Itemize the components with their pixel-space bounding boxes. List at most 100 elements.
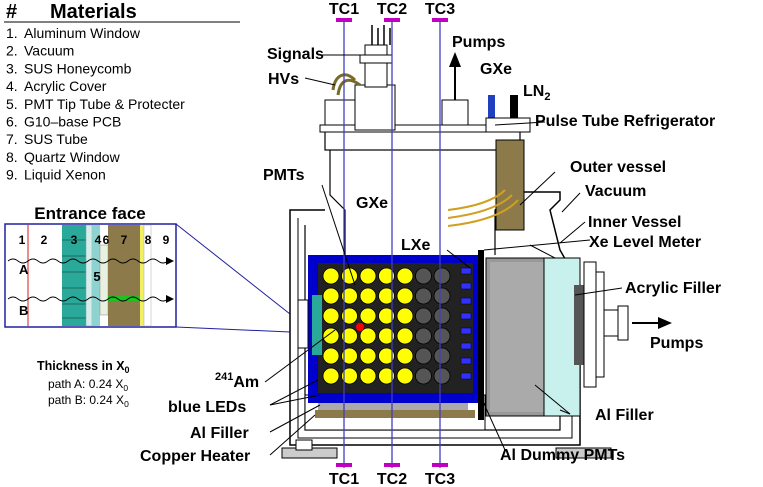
entrance-honeycomb <box>312 295 322 355</box>
pmt <box>322 307 340 325</box>
inset-layer-number: 4 <box>95 233 102 247</box>
foot-right <box>555 447 612 459</box>
label-level-meter: Xe Level Meter <box>589 234 701 251</box>
dummy-pmt <box>415 367 432 385</box>
pmt <box>322 367 340 385</box>
path-a-wave <box>7 258 169 264</box>
legend-item-number: 9. <box>6 167 18 183</box>
thickness-note: Thickness in X0 path A: 0.24 X0 path B: … <box>37 359 130 409</box>
led-slot <box>460 357 472 365</box>
thermocouple-label-top: TC2 <box>377 1 407 18</box>
pmt <box>359 287 377 305</box>
label-pumps-top: Pumps <box>452 34 505 51</box>
layer-quartz-window <box>140 225 144 326</box>
layer-green-band <box>108 296 140 301</box>
pmt <box>396 267 414 285</box>
label-gxe-port: GXe <box>480 61 512 78</box>
pmt <box>378 367 395 385</box>
pmt <box>396 287 414 305</box>
legend-item-number: 8. <box>6 149 18 165</box>
thermocouple-label-top: TC1 <box>329 1 359 18</box>
inset-layer-number: 3 <box>71 233 78 247</box>
dummy-pmt <box>433 287 451 305</box>
entrance-window <box>297 299 309 349</box>
thickness-path-b: path B: 0.24 X0 <box>48 393 129 409</box>
pmt <box>378 307 395 325</box>
pmt <box>341 327 358 345</box>
label-vacuum: Vacuum <box>585 183 646 200</box>
inset-layer-number: 8 <box>145 233 152 247</box>
label-copper-heater: Copper Heater <box>140 448 250 465</box>
label-al-filler-left: Al Filler <box>190 425 249 442</box>
pmt <box>378 267 395 285</box>
legend-item-text: Vacuum <box>24 43 74 59</box>
feedthrough-neck <box>364 44 388 88</box>
hv-port <box>324 99 356 126</box>
al-filler-bottom <box>318 400 468 410</box>
led-slot <box>460 267 472 275</box>
am241-source <box>356 323 364 331</box>
layer-sus-tube <box>108 225 140 326</box>
legend-hash: # <box>6 1 17 23</box>
level-meter <box>478 250 484 420</box>
callout-leaders <box>264 54 623 456</box>
legend-item-number: 2. <box>6 43 18 59</box>
detector <box>281 18 672 468</box>
label-al-dummy-pmts: Al Dummy PMTs <box>500 447 625 464</box>
path-a-marker: A <box>19 262 29 277</box>
label-am241: 241Am <box>215 371 259 391</box>
pmt <box>396 347 414 365</box>
pulse-tube-body <box>495 139 525 231</box>
dummy-pmt <box>415 307 432 325</box>
legend-item-number: 4. <box>6 78 18 94</box>
path-b-marker: B <box>19 303 28 318</box>
led-slot <box>460 297 472 305</box>
al-dummy-pmts <box>490 262 546 412</box>
label-ln2: LN2 <box>523 83 550 103</box>
label-pulse-tube: Pulse Tube Refrigerator <box>535 113 715 130</box>
materials-legend: # Materials 1.Aluminum Window2.Vacuum3.S… <box>4 1 240 183</box>
led-slot <box>460 327 472 335</box>
label-pmts: PMTs <box>263 167 305 184</box>
thermocouple-lines <box>343 18 441 468</box>
entrance-title: Entrance face <box>34 204 146 223</box>
led-slot <box>460 372 472 380</box>
inset-layer-number: 1 <box>19 233 26 247</box>
pmt <box>378 327 395 345</box>
legend-item-text: Liquid Xenon <box>24 167 106 183</box>
legend-item-text: SUS Honeycomb <box>24 60 132 76</box>
legend-item-number: 1. <box>6 25 18 41</box>
pmt-grid <box>322 267 472 385</box>
thermocouple-label-bottom: TC1 <box>329 471 359 487</box>
label-hvs: HVs <box>268 71 299 88</box>
copper-heater-plate <box>315 410 475 418</box>
layer-pmt-protecter <box>92 225 100 326</box>
pmt <box>341 287 358 305</box>
legend-item-text: PMT Tip Tube & Protecter <box>24 96 185 112</box>
dummy-pmt <box>415 347 432 365</box>
pmt <box>396 367 414 385</box>
inset-zoom-line-top <box>175 223 291 315</box>
thickness-title: Thickness in X0 <box>37 359 130 375</box>
cooling-coils <box>447 189 519 227</box>
inset-zoom-line-bottom <box>175 326 291 333</box>
pmt <box>322 287 340 305</box>
label-pumps-right: Pumps <box>650 335 703 352</box>
label-acrylic-filler: Acrylic Filler <box>625 280 721 297</box>
pulse-tube-head <box>485 117 531 133</box>
path-a-arrow <box>166 257 174 265</box>
pmt <box>341 347 358 365</box>
pmt <box>322 347 340 365</box>
legend-item-text: SUS Tube <box>24 131 88 147</box>
pmt <box>396 307 414 325</box>
legend-item-text: Acrylic Cover <box>24 78 107 94</box>
feedthrough-flange <box>359 54 393 64</box>
dummy-pmt <box>415 267 432 285</box>
led-slot <box>460 282 472 290</box>
thermocouple-label-bottom: TC3 <box>425 471 455 487</box>
